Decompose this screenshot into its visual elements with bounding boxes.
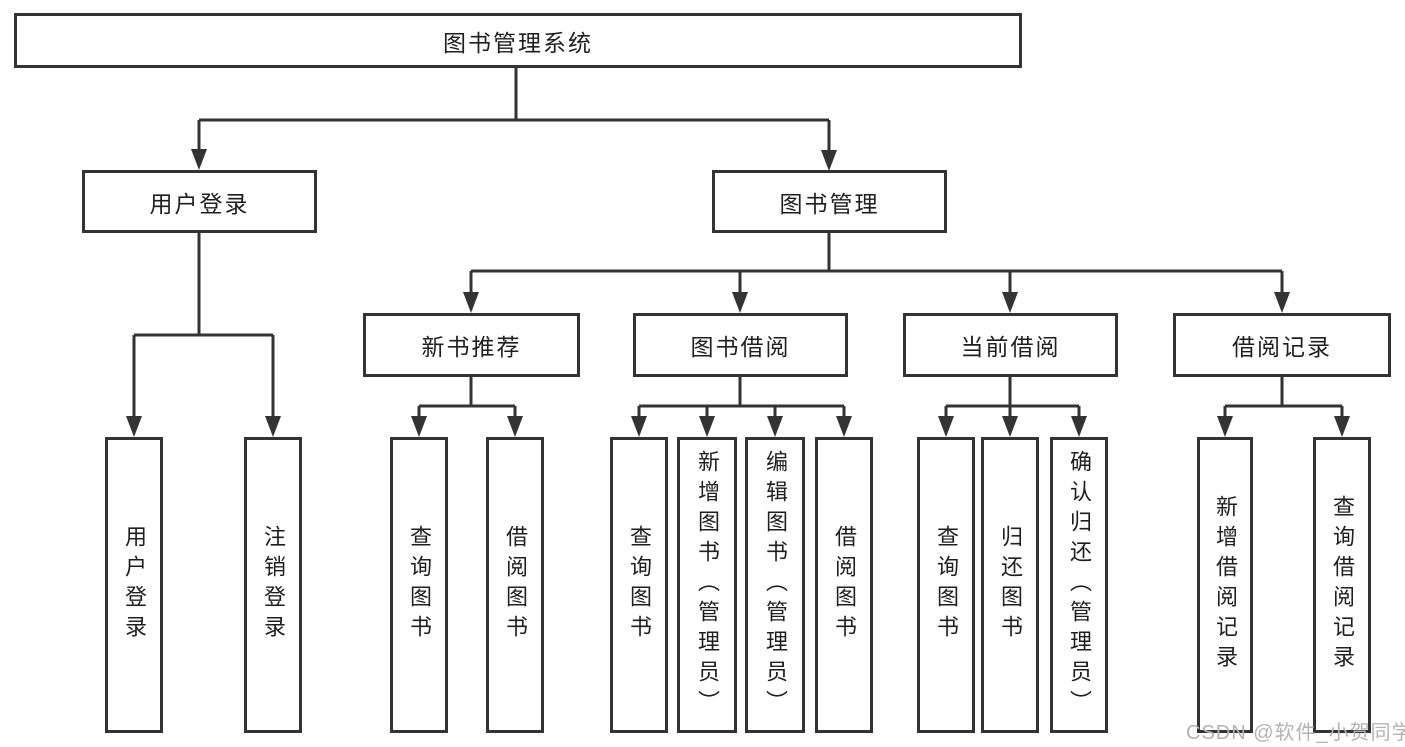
node-new-book-recommend: 新书推荐	[363, 313, 580, 377]
node-library-management-system: 图书管理系统	[14, 13, 1022, 68]
leaf-logout: 注销登录	[244, 437, 302, 733]
leaf-return-books: 归还图书	[981, 437, 1039, 733]
leaf-add-books-admin: 新增图书（管理员）	[677, 437, 737, 733]
node-book-management: 图书管理	[712, 170, 947, 233]
leaf-borrow-books-recommend: 借阅图书	[486, 437, 544, 733]
node-book-borrow: 图书借阅	[633, 313, 848, 377]
csdn-watermark: CSDN @软件_小贺同学	[1186, 722, 1405, 744]
arrow-down-icons	[126, 149, 1350, 437]
leaf-query-books-current: 查询图书	[917, 437, 975, 733]
leaf-query-books-recommend: 查询图书	[390, 437, 448, 733]
leaf-add-borrow-record: 新增借阅记录	[1197, 437, 1253, 733]
node-current-borrow: 当前借阅	[903, 313, 1118, 377]
leaf-query-borrow-record: 查询借阅记录	[1313, 437, 1371, 733]
leaf-borrow-books: 借阅图书	[815, 437, 873, 733]
leaf-query-books-borrow: 查询图书	[610, 437, 668, 733]
leaf-user-login: 用户登录	[105, 437, 163, 733]
node-borrow-records: 借阅记录	[1173, 313, 1391, 377]
leaf-confirm-return-admin: 确认归还（管理员）	[1050, 437, 1108, 733]
leaf-edit-books-admin: 编辑图书（管理员）	[745, 437, 805, 733]
node-user-login: 用户登录	[82, 170, 317, 233]
